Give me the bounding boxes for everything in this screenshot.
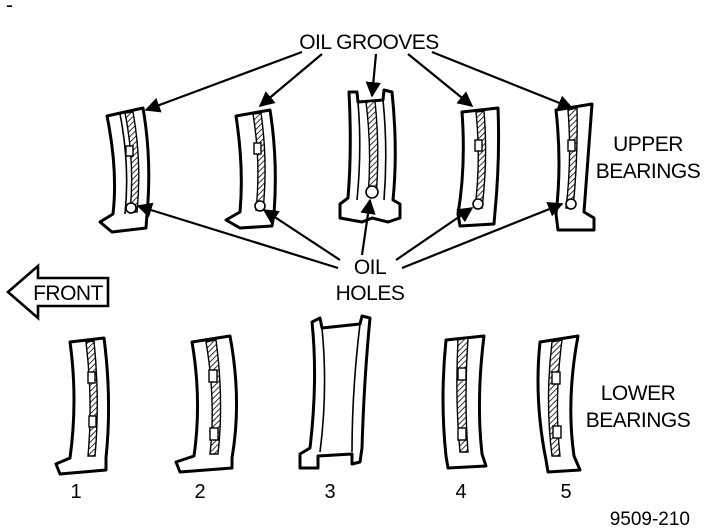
upper-bearing-3 — [338, 88, 402, 224]
bearing-number-4: 4 — [455, 481, 466, 503]
lower-bearing-1 — [54, 336, 111, 476]
bearing-number-1: 1 — [70, 481, 81, 503]
front-arrow: FRONT — [6, 263, 110, 321]
oil-grooves-label: OIL GROOVES — [299, 31, 439, 54]
lower-bearing-2 — [174, 334, 239, 474]
oil-hole-arrows — [136, 198, 564, 270]
oil-holes-label-line2: HOLES — [336, 282, 405, 305]
lower-bearing-5 — [536, 334, 582, 474]
bearing-number-2: 2 — [194, 481, 205, 503]
front-label: FRONT — [33, 282, 103, 305]
upper-bearing-4 — [456, 106, 501, 228]
figure-code: 9509-210 — [610, 509, 690, 530]
lower-bearings-label-line1: LOWER — [601, 382, 676, 405]
lower-bearing-3 — [298, 314, 372, 470]
upper-bearing-5 — [554, 102, 596, 232]
lower-bearing-4 — [441, 334, 488, 470]
upper-bearing-2 — [224, 108, 277, 230]
oil-holes-label-line1: OIL — [354, 256, 386, 279]
bearing-number-5: 5 — [560, 481, 571, 503]
corner-mark: - — [6, 0, 13, 17]
upper-bearings-label-line1: UPPER — [613, 133, 683, 156]
oil-groove-arrows — [144, 50, 574, 113]
upper-bearing-1 — [98, 106, 151, 234]
upper-bearings-label-line2: BEARINGS — [596, 160, 701, 183]
lower-bearings-label-line2: BEARINGS — [586, 409, 691, 432]
bearing-number-3: 3 — [324, 481, 335, 503]
